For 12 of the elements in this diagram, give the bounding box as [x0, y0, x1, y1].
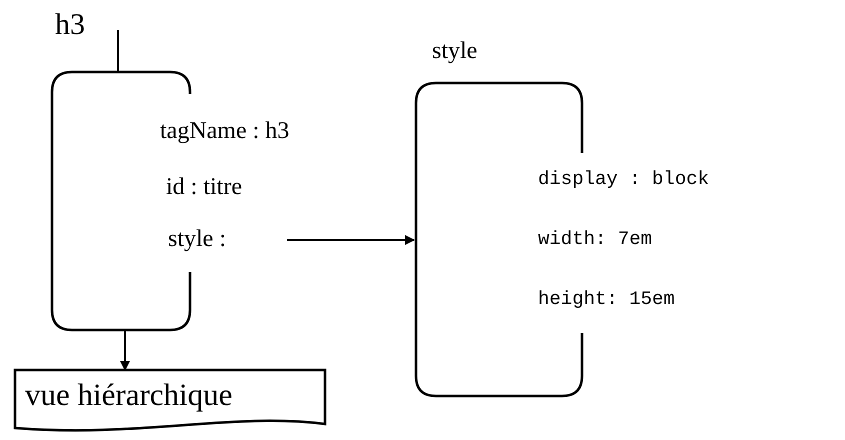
arrow	[287, 235, 415, 245]
field-text: tagName : h3	[160, 118, 290, 144]
connector-line	[117, 30, 119, 72]
field-text: style :	[168, 226, 226, 252]
field-text: id : titre	[166, 174, 242, 200]
property-text: height: 15em	[538, 289, 675, 310]
object-title: style	[432, 38, 478, 64]
property-text: width: 7em	[538, 229, 652, 250]
property-text: display : block	[538, 169, 710, 190]
node-label: vue hiérarchique	[25, 378, 232, 412]
node-label: h3	[55, 8, 85, 41]
arrow	[120, 330, 130, 371]
